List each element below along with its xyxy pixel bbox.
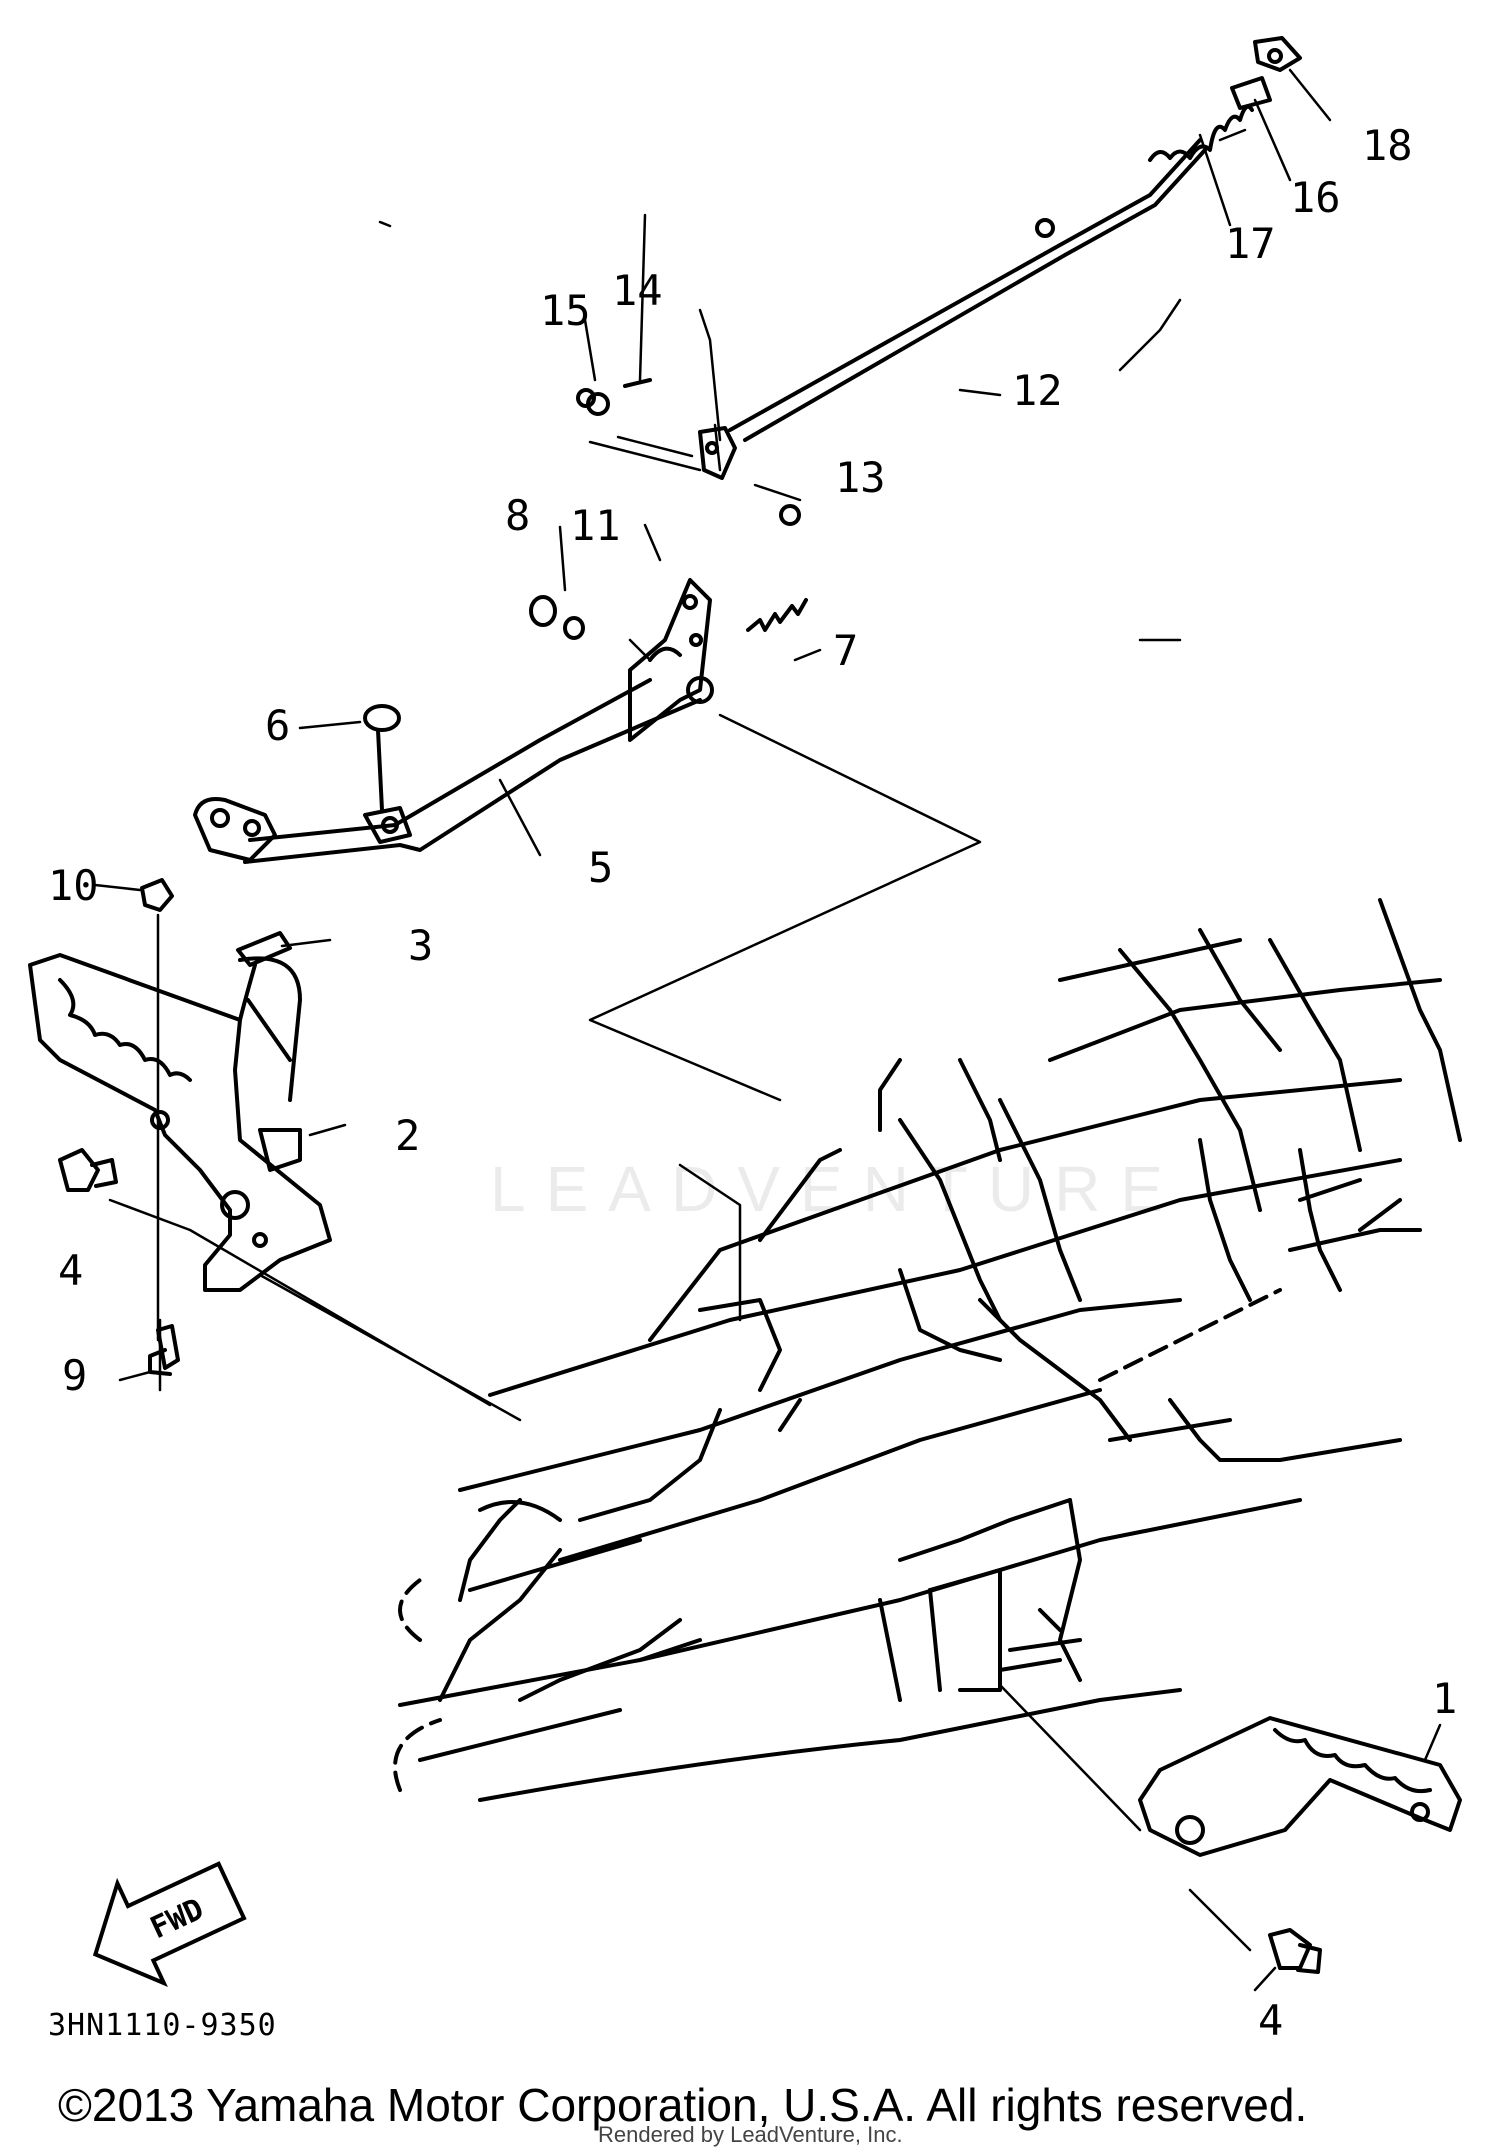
footrest-left-2 <box>28 953 332 1292</box>
cap-6 <box>298 704 401 812</box>
callout-15: 15 <box>540 286 591 335</box>
brake-pedal-5 <box>193 578 714 864</box>
callout-numbers: 1 2 3 4 4 5 6 7 8 9 10 11 12 13 14 15 16… <box>48 121 1457 2045</box>
clevis-13-14-15 <box>576 378 801 526</box>
brake-rod-12 <box>728 138 1207 442</box>
frame-drawing <box>398 898 1462 1802</box>
callout-leaders <box>93 68 1442 1992</box>
callout-1: 1 <box>1432 1674 1457 1723</box>
callout-16: 16 <box>1290 173 1341 222</box>
callout-10: 10 <box>48 861 99 910</box>
spring-7 <box>746 598 808 632</box>
frame-dashed-lines <box>393 1288 1282 1792</box>
callout-11: 11 <box>570 501 621 550</box>
callout-7: 7 <box>833 626 858 675</box>
callout-13: 13 <box>835 453 886 502</box>
diagram-part-code: 3HN1110-9350 <box>48 2008 277 2043</box>
footrest-right-1 <box>1138 1716 1462 1857</box>
callout-4-right: 4 <box>1258 1996 1283 2045</box>
bolt-9 <box>148 1324 180 1376</box>
adjuster-18 <box>1253 36 1302 72</box>
copyright-notice: ©2013 Yamaha Motor Corporation, U.S.A. A… <box>58 2079 1308 2131</box>
fwd-arrow-icon: FWD <box>92 1861 247 1987</box>
bolt-4-right <box>1268 1928 1322 1974</box>
callout-18: 18 <box>1362 121 1413 170</box>
nut-10 <box>140 878 174 912</box>
callout-4-left: 4 <box>58 1246 83 1295</box>
callout-3: 3 <box>408 921 433 970</box>
callout-6: 6 <box>265 701 290 750</box>
callout-8: 8 <box>505 491 530 540</box>
bolt-4-left <box>58 1148 118 1192</box>
render-credit: Rendered by LeadVenture, Inc. <box>598 2122 903 2147</box>
callout-5: 5 <box>588 843 613 892</box>
spring-17 <box>1148 104 1254 162</box>
callout-14: 14 <box>612 266 663 315</box>
callout-17: 17 <box>1225 219 1276 268</box>
callout-12: 12 <box>1012 366 1063 415</box>
callout-2: 2 <box>395 1111 420 1160</box>
callout-9: 9 <box>62 1351 87 1400</box>
nut-16 <box>1230 76 1272 110</box>
pin-3 <box>236 931 332 967</box>
washers-8-11 <box>529 595 585 640</box>
